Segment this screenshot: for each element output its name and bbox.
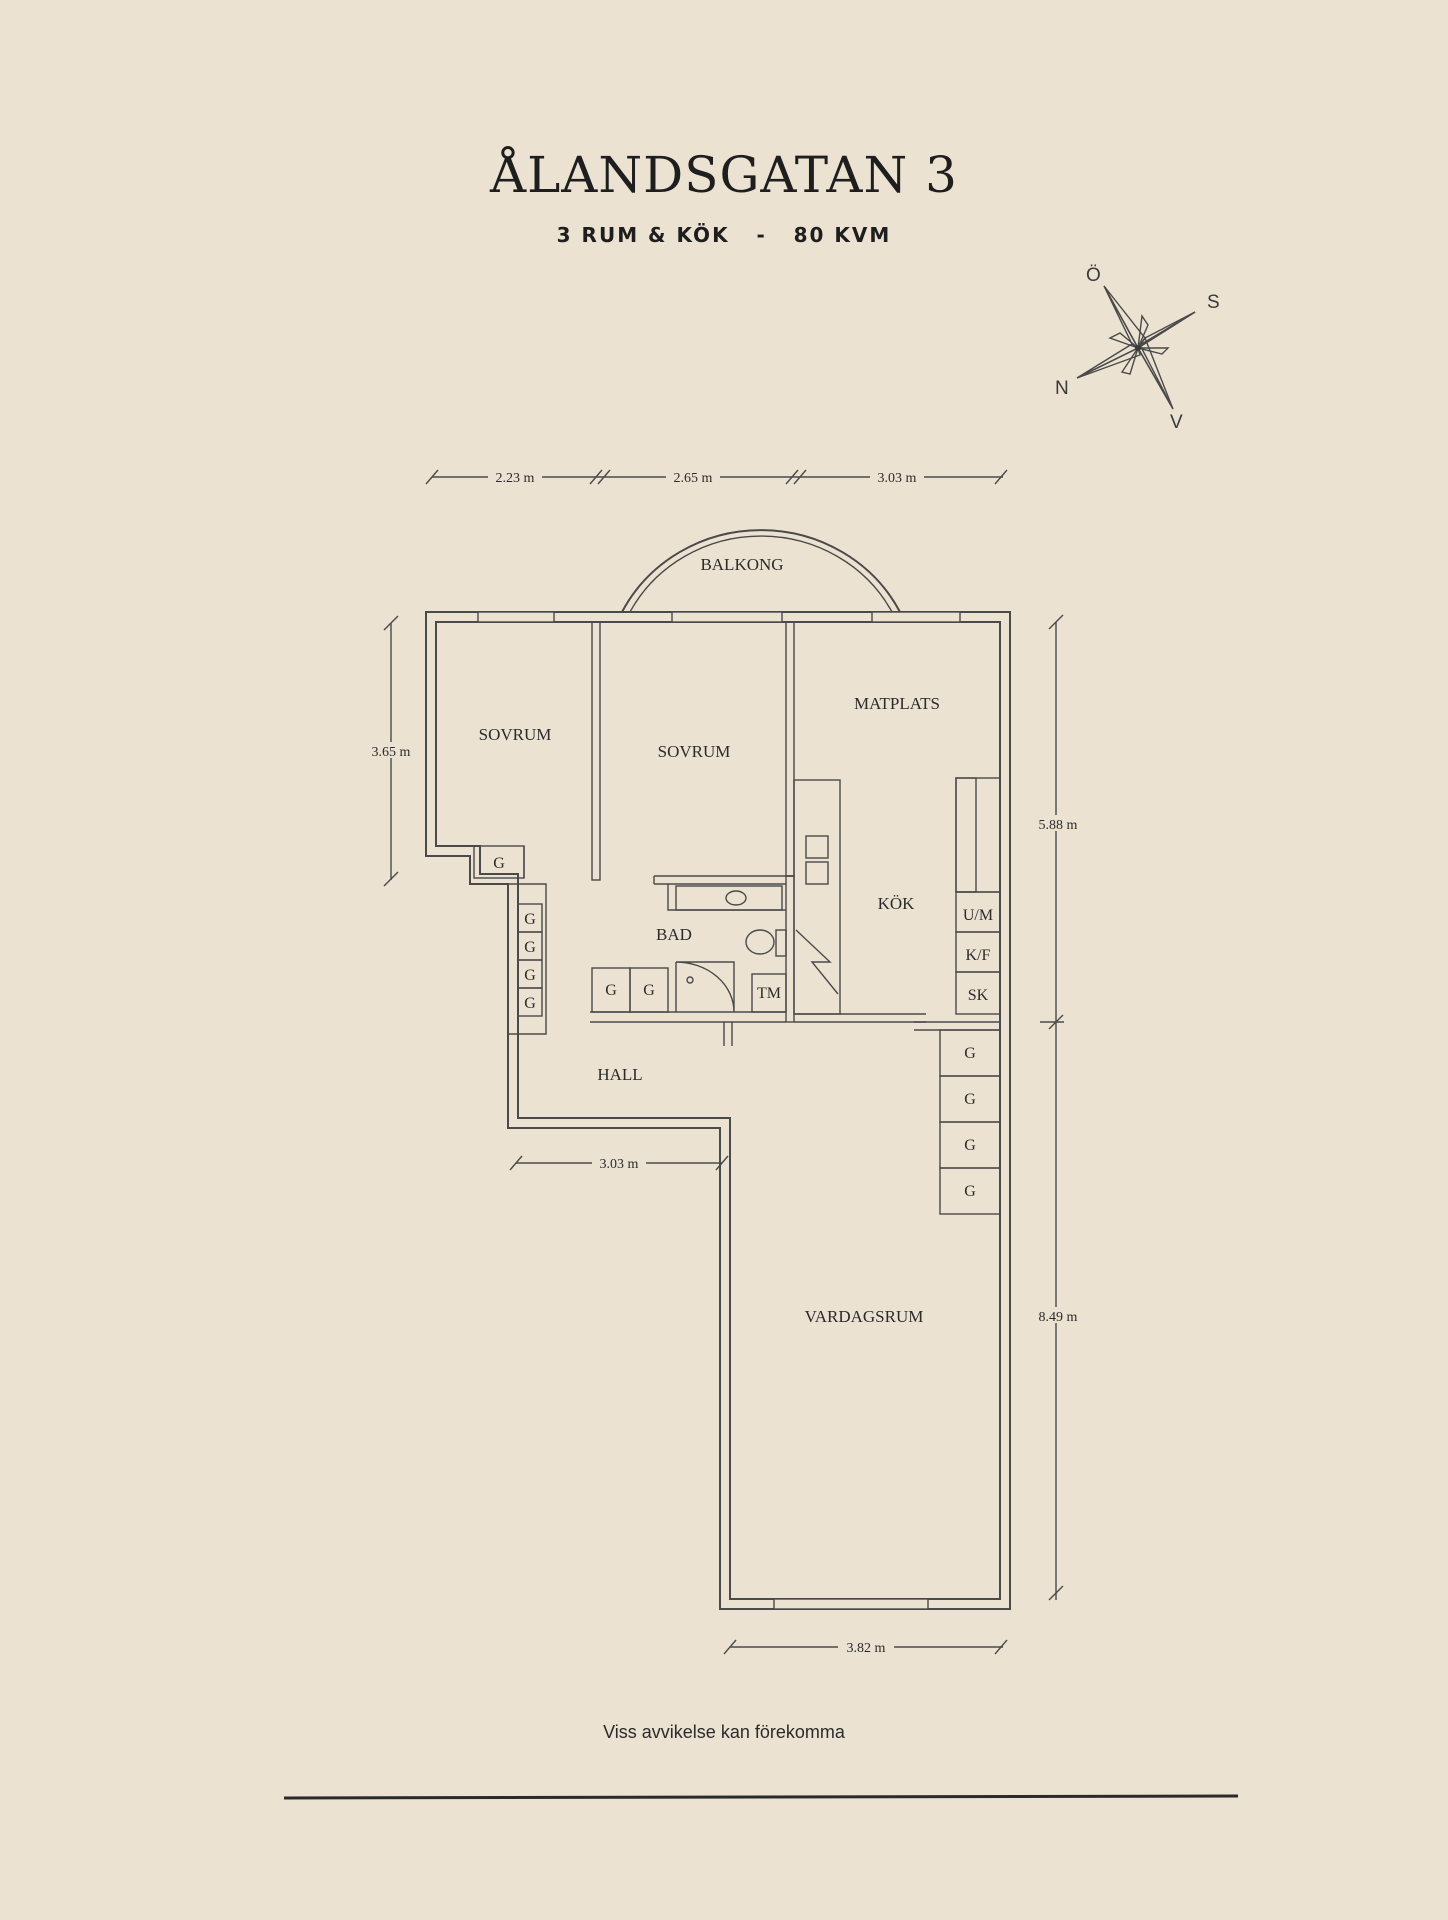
- room-label-balcony: BALKONG: [700, 555, 783, 574]
- room-label-kitchen: KÖK: [878, 894, 916, 913]
- wardrobe-label: G: [964, 1183, 976, 1200]
- hall-dimension-line: [509, 1155, 729, 1171]
- dimension-top-3: 3.03 m: [878, 471, 917, 486]
- windows: [477, 611, 961, 1610]
- room-label-living: VARDAGSRUM: [805, 1307, 924, 1326]
- kitchen-counters: [793, 777, 1001, 1015]
- room-label-bedroom-1: SOVRUM: [479, 725, 552, 744]
- wardrobe-label: G: [605, 982, 617, 999]
- interior-walls: [473, 621, 1000, 1046]
- fridge-label: K/F: [966, 947, 991, 964]
- bottom-dimension-line: [723, 1639, 1008, 1655]
- page-title: ÅLANDSGATAN 3: [489, 146, 958, 204]
- right-dimension-line: [1030, 614, 1086, 1601]
- compass-south-label: S: [1207, 292, 1220, 313]
- dimension-right-upper: 5.88 m: [1039, 818, 1078, 833]
- compass-north-label: N: [1055, 378, 1069, 399]
- wardrobe-label: G: [964, 1137, 976, 1154]
- top-dimension-lines: [425, 468, 1008, 485]
- washer-label: TM: [757, 985, 781, 1002]
- pantry-label: SK: [968, 987, 989, 1004]
- hall-wardrobes: [591, 967, 669, 1013]
- wardrobe-label: G: [964, 1045, 976, 1062]
- left-dimension-line: [366, 615, 416, 887]
- compass-west-label: V: [1170, 412, 1183, 433]
- room-label-hall: HALL: [597, 1065, 642, 1084]
- room-label-bedroom-2: SOVRUM: [658, 742, 731, 761]
- compass-east-label: Ö: [1086, 265, 1101, 286]
- dimension-right-lower: 8.49 m: [1039, 1310, 1078, 1325]
- dimension-top-2: 2.65 m: [674, 471, 713, 486]
- living-room-wardrobes: [939, 1029, 1001, 1215]
- wardrobe-label: G: [964, 1091, 976, 1108]
- wardrobe-label: G: [524, 995, 536, 1012]
- wardrobe-label: G: [493, 855, 505, 872]
- room-label-dining: MATPLATS: [854, 694, 940, 713]
- dimension-left: 3.65 m: [372, 745, 411, 760]
- wardrobe-label: G: [643, 982, 655, 999]
- footer-divider: [283, 1794, 1239, 1800]
- compass-rose-icon: [1076, 285, 1196, 410]
- room-label-bathroom: BAD: [656, 925, 692, 944]
- dimension-hall-width: 3.03 m: [600, 1157, 639, 1172]
- outer-walls: [425, 611, 1011, 1610]
- oven-label: U/M: [963, 907, 993, 924]
- disclaimer-text: Viss avvikelse kan förekomma: [603, 1722, 845, 1742]
- bathroom-fixtures: [675, 885, 787, 1013]
- wardrobe-label: G: [524, 911, 536, 928]
- balcony-outline: [621, 529, 901, 613]
- wardrobe-label: G: [524, 967, 536, 984]
- left-closet-column: [517, 903, 543, 1017]
- wardrobe-label: G: [524, 939, 536, 956]
- dimension-top-1: 2.23 m: [496, 471, 535, 486]
- dimension-bottom: 3.82 m: [847, 1641, 886, 1656]
- page-subtitle: 3 RUM & KÖK - 80 KVM: [556, 223, 892, 247]
